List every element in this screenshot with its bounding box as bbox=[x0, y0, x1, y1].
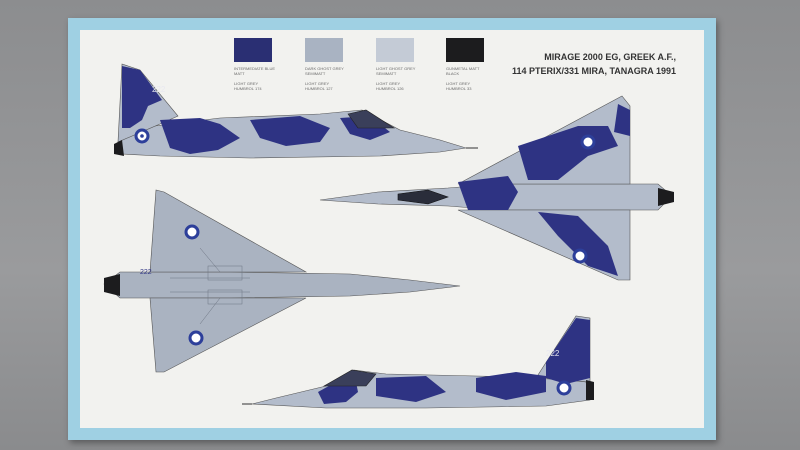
camo-blue-patch bbox=[538, 212, 618, 276]
camo-blue-patch bbox=[546, 318, 590, 384]
camo-blue-patch bbox=[122, 66, 162, 128]
camo-blue-patch bbox=[614, 104, 630, 136]
canopy bbox=[347, 109, 396, 129]
roundel-center-icon bbox=[140, 134, 144, 138]
tail-number: 222 bbox=[546, 349, 560, 358]
color-swatch-blue bbox=[234, 38, 272, 62]
camo-blue-patch bbox=[458, 176, 518, 210]
color-swatch-medium-grey bbox=[305, 38, 343, 62]
roundel-icon bbox=[572, 248, 588, 264]
roundel-icon bbox=[184, 224, 200, 240]
exhaust bbox=[658, 188, 674, 206]
camo-blue-patch bbox=[250, 116, 330, 146]
color-swatch-black bbox=[446, 38, 484, 62]
swatch-label: LIGHT GHOST GREY SEMIMATT LIGHT GREY HUM… bbox=[376, 66, 416, 91]
roundel-icon bbox=[580, 134, 596, 150]
tail-number: 222 bbox=[140, 269, 152, 276]
camo-blue-patch bbox=[160, 118, 240, 154]
canopy bbox=[322, 369, 377, 387]
panel-lines bbox=[170, 247, 250, 325]
roundel-icon bbox=[556, 380, 572, 396]
camo-blue-patch bbox=[476, 372, 546, 400]
tail-number: 222 bbox=[152, 85, 166, 94]
exhaust bbox=[114, 140, 124, 156]
exhaust bbox=[586, 380, 594, 400]
exhaust bbox=[104, 274, 120, 296]
swatch-label: DARK GHOST GREY SEMIMATT LIGHT GREY HUMB… bbox=[305, 66, 344, 91]
top-view-aircraft bbox=[319, 95, 674, 281]
camo-blue-patch bbox=[376, 376, 446, 402]
side-view-right-aircraft: 222 bbox=[242, 315, 594, 409]
swatch-label: GUNMETAL MATT BLACK LIGHT GREY HUMBROL 3… bbox=[446, 66, 480, 91]
side-view-left-aircraft: 222 bbox=[114, 63, 478, 159]
color-swatch-light-grey bbox=[376, 38, 414, 62]
swatch-label: INTERMEDIATE BLUE MATT LIGHT GREY HUMBRO… bbox=[234, 66, 276, 91]
wing-lower bbox=[149, 297, 307, 373]
bottom-view-aircraft: 222 bbox=[103, 189, 461, 373]
caption-line-2: 114 PTERIX/331 MIRA, TANAGRA 1991 bbox=[511, 66, 676, 76]
fuselage bbox=[103, 271, 461, 299]
roundel-icon bbox=[188, 330, 204, 346]
aircraft-caption: MIRAGE 2000 EG, GREEK A.F., 114 PTERIX/3… bbox=[480, 50, 676, 84]
caption-line-1: MIRAGE 2000 EG, GREEK A.F., bbox=[544, 52, 676, 62]
wing-upper bbox=[149, 189, 308, 273]
canopy bbox=[397, 189, 449, 205]
